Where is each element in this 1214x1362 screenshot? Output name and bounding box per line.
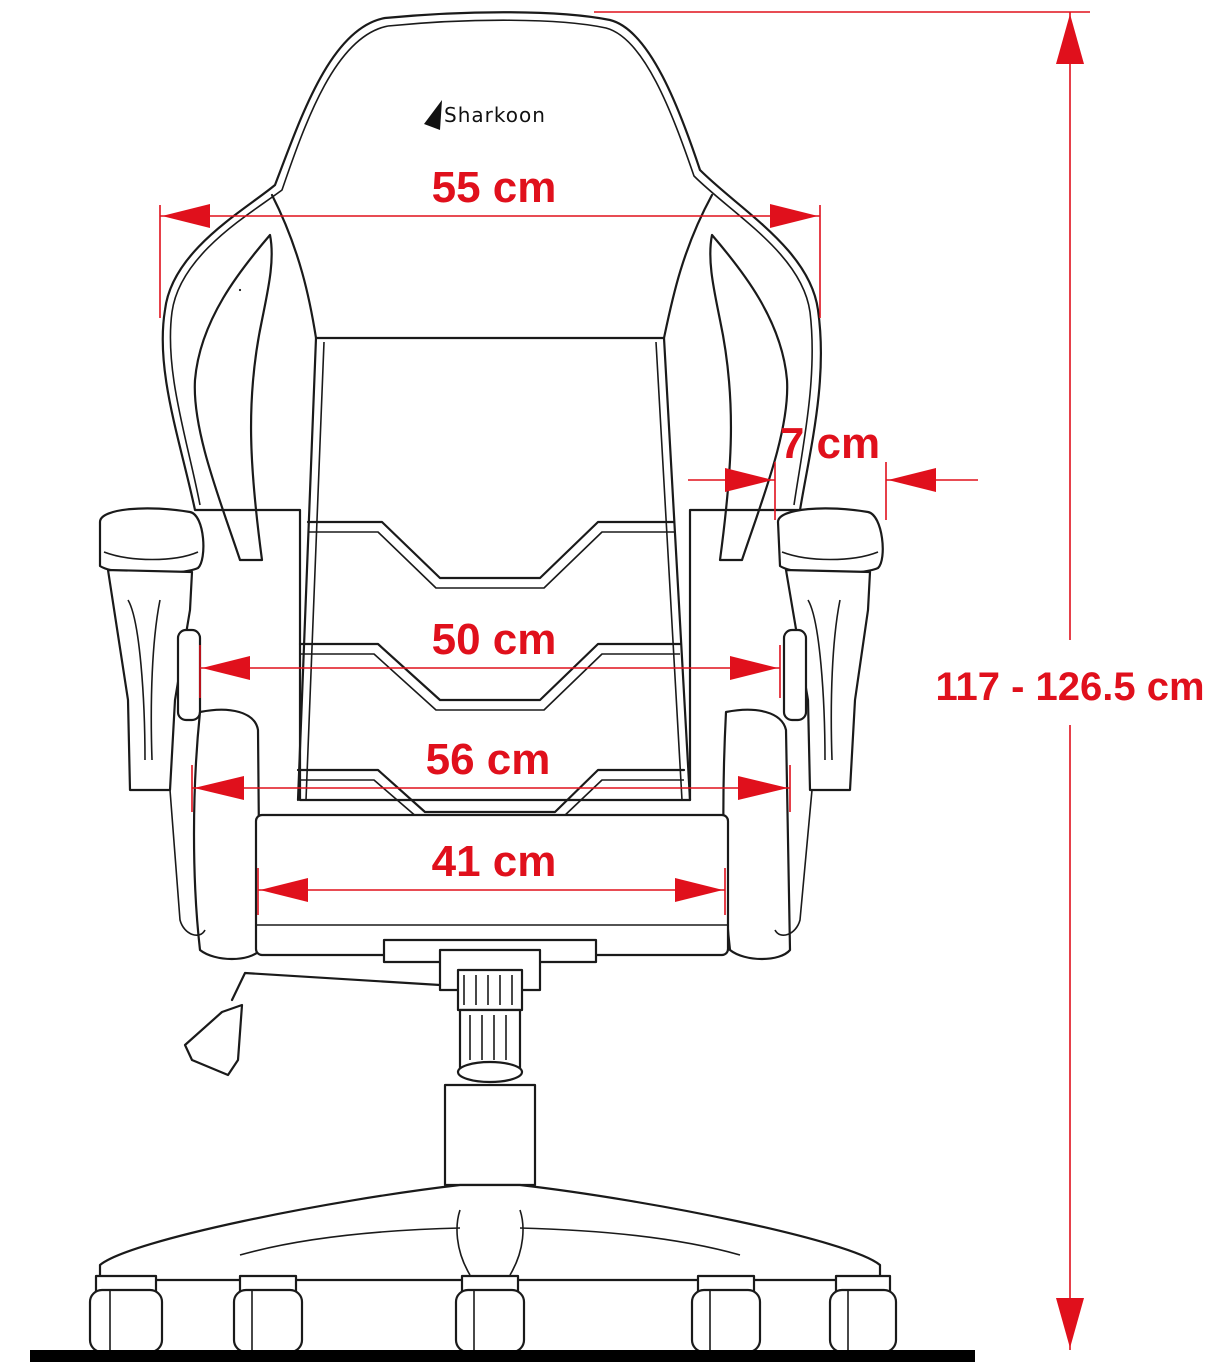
armrest-width-dimension: 7 cm: [688, 419, 978, 520]
seat-mechanism: [183, 288, 598, 1084]
height-dimension: 117 - 126.5 cm: [594, 11, 1205, 1350]
backrest-width-label: 55 cm: [432, 163, 557, 212]
gas-lift: [443, 1083, 537, 1187]
caster-3: [454, 1274, 526, 1354]
floor-line: [30, 1350, 975, 1362]
backrest-outer: [161, 11, 823, 802]
height-label: 117 - 126.5 cm: [935, 665, 1204, 709]
left-armrest: [98, 507, 205, 792]
inner-width-label: 50 cm: [432, 615, 557, 664]
caster-2: [232, 1274, 304, 1354]
seat-right-cushion: [722, 708, 792, 960]
left-bolster: [193, 233, 273, 562]
shark-fin-icon: [424, 100, 442, 130]
seat-left-sidebar: [169, 789, 206, 936]
caster-4: [690, 1274, 762, 1354]
back-center-panel-inner: [305, 341, 683, 801]
between-armrests-dimension: 56 cm: [191, 735, 791, 812]
back-center-panel: [296, 336, 692, 802]
between-armrests-label: 56 cm: [426, 735, 551, 784]
chair-base: [98, 1183, 882, 1282]
seat-left-cushion: [192, 708, 262, 960]
back-chevrons: [296, 520, 686, 819]
armrest-width-label: 7 cm: [780, 419, 880, 468]
caster-5: [828, 1274, 898, 1354]
backrest-width-dimension: 55 cm: [159, 163, 821, 318]
casters: [88, 1274, 898, 1354]
backrest-left-inner-line: [169, 25, 389, 506]
logo-text: Sharkoon: [444, 103, 546, 127]
headrest-panel: [270, 193, 714, 340]
backrest-outer-inner-line: [387, 19, 813, 506]
right-bolster: [709, 233, 789, 562]
dimension-lines: 117 - 126.5 cm 55 cm 7 cm: [159, 11, 1205, 1350]
chair-drawing: Sharkoon: [30, 11, 975, 1362]
seat-width-dimension: 41 cm: [257, 837, 726, 915]
seat-width-label: 41 cm: [432, 837, 557, 886]
sharkoon-logo: Sharkoon: [424, 100, 546, 130]
seat-right-sidebar: [774, 789, 813, 936]
inner-width-dimension: 50 cm: [199, 615, 781, 698]
caster-1: [88, 1274, 164, 1354]
right-armrest: [776, 507, 884, 792]
